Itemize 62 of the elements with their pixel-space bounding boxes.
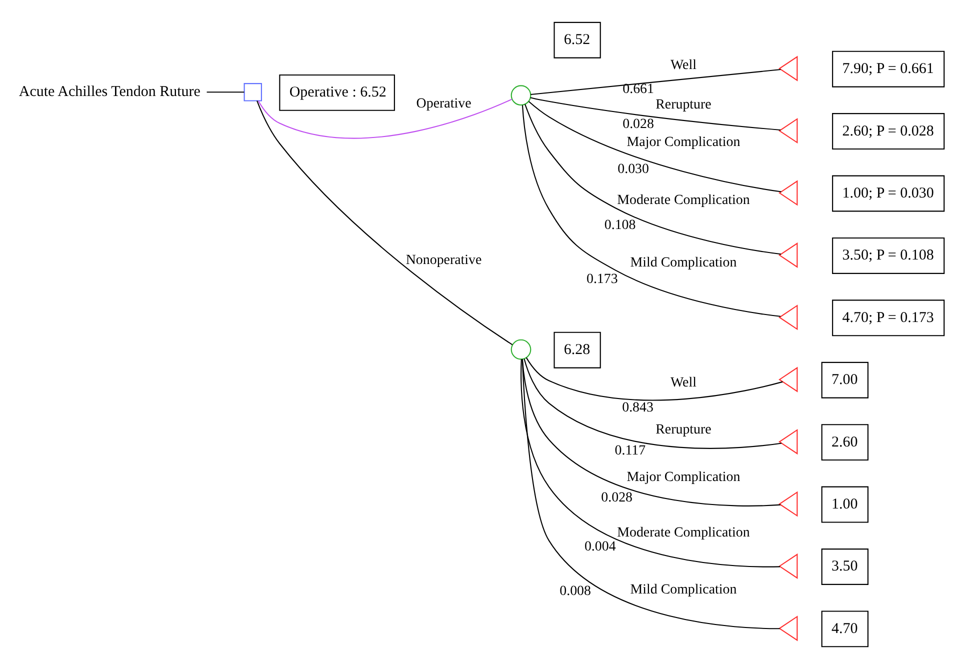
edge-label: Well [670, 375, 696, 390]
edge-label: Rerupture [656, 422, 712, 438]
connector [526, 357, 783, 401]
node-triangle [778, 242, 798, 268]
node-label: Operative : 6.52 [289, 84, 386, 101]
connector [258, 98, 512, 139]
node-triangle [778, 553, 798, 579]
label: 0.008 [560, 584, 591, 599]
node-label: 4.70; P = 0.173 [842, 310, 934, 326]
node-triangle [778, 491, 798, 517]
label: 0.108 [604, 218, 636, 234]
connector [530, 68, 781, 96]
node-triangle [778, 616, 798, 642]
node-label: 2.60; P = 0.028 [842, 123, 934, 140]
connector [256, 100, 513, 346]
label: 0.173 [586, 272, 618, 288]
connector [530, 97, 781, 131]
edge-label: Operative [416, 96, 472, 112]
label: 0.030 [618, 162, 649, 177]
edge-label: Mild Complication [630, 255, 737, 270]
edge-label: Mild Complication [630, 582, 737, 598]
label: 0.117 [614, 443, 646, 458]
edge-label: Major Complication [626, 135, 740, 150]
node-circle [510, 339, 532, 360]
node-box [244, 83, 262, 102]
edge-label: Rerupture [656, 98, 712, 113]
connector [524, 104, 782, 255]
node-label: 1.00 [831, 496, 858, 512]
connector [522, 359, 780, 506]
node-label: 3.50; P = 0.108 [842, 248, 934, 264]
node-label: 1.00; P = 0.030 [842, 185, 934, 202]
node-triangle [778, 304, 798, 330]
node-label: 2.60 [831, 434, 858, 450]
node-label: 4.70 [831, 620, 858, 637]
connector [522, 105, 781, 317]
label: 0.028 [601, 490, 633, 506]
node-label: 3.50 [831, 558, 858, 575]
node-label: 6.52 [564, 32, 590, 48]
node-triangle [778, 428, 798, 455]
node-label: 7.90; P = 0.661 [842, 61, 934, 78]
label: 0.661 [622, 82, 654, 98]
node-label: 7.00 [831, 372, 858, 388]
edge-label: Well [670, 58, 696, 73]
connector [206, 92, 244, 93]
node-circle [510, 85, 532, 106]
node-triangle [778, 180, 798, 206]
edge-label: Major Complication [626, 470, 740, 485]
node-triangle [778, 366, 798, 392]
connector [524, 358, 782, 449]
label: 0.004 [584, 540, 616, 555]
node-triangle [778, 118, 798, 144]
node-text: Acute Achilles Tendon Ruture [18, 84, 200, 100]
connector [528, 101, 782, 192]
label: 0.843 [622, 400, 654, 416]
edge-label: Moderate Complication [617, 193, 750, 208]
connector [522, 359, 780, 630]
connector [520, 359, 780, 568]
node-triangle [778, 56, 798, 82]
node-label: 6.28 [564, 342, 590, 358]
edge-label: Nonoperative [406, 253, 482, 268]
edge-label: Moderate Complication [617, 526, 750, 541]
label: 0.028 [622, 117, 654, 132]
